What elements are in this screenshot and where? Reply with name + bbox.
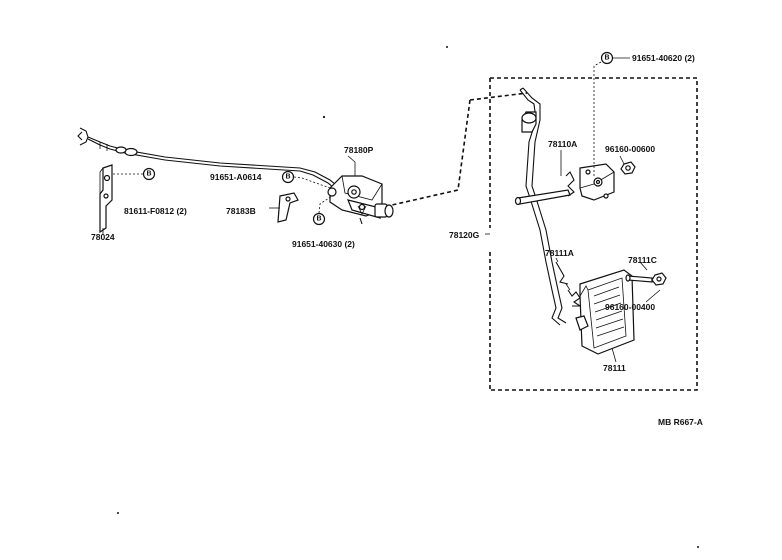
throttle-cable [77,127,343,194]
label-96160-00600: 96160-00600 [605,144,655,154]
part-labels: 91651-40620 (2) 96160-00600 78110A 78180… [91,53,703,427]
bolt-symbol-91651-A0614: B [281,170,295,184]
pedal-lever-78120G [514,87,571,326]
bolt-symbol-letter: B [285,174,290,181]
label-91651-40620: 91651-40620 (2) [632,53,695,63]
bolt-symbol-91651-40630: B [312,212,326,226]
bolt-symbol-letter: B [146,171,151,178]
throttle-cable-bracket-78180P [327,175,394,225]
cable-clamp-bracket-78024 [99,164,113,234]
bolt-symbol-91651-40620: B [600,51,614,65]
nut-96160-00600 [620,161,636,175]
label-96160-00400: 96160-00400 [605,302,655,312]
pin-78111C [625,274,653,283]
label-78024: 78024 [91,232,115,242]
nut-96160-00400 [651,272,667,286]
bolt-symbol-letter: B [316,216,321,223]
bracket-78183B [277,192,299,223]
leader-lines [102,57,661,363]
label-78111C: 78111C [628,255,657,265]
pedal-assembly-boundary [391,77,698,391]
label-81611-F0812: 81611-F0812 (2) [124,206,187,216]
drawing-code: MB R667-A [658,417,703,427]
label-78110A: 78110A [548,139,577,149]
label-91651-A0614: 91651-A0614 [210,172,262,182]
pedal-support-78110A [560,158,615,201]
scan-specks [117,46,699,548]
bolt-symbol-81611-F0812: B [142,167,156,181]
label-91651-40630: 91651-40630 (2) [292,239,355,249]
label-78120G: 78120G [449,230,480,240]
pedal-pad-78111 [575,269,635,355]
label-78180P: 78180P [344,145,374,155]
label-78111: 78111 [603,363,626,373]
label-78183B: 78183B [226,206,256,216]
bolt-symbol-letter: B [604,55,609,62]
label-78111A: 78111A [545,248,574,258]
